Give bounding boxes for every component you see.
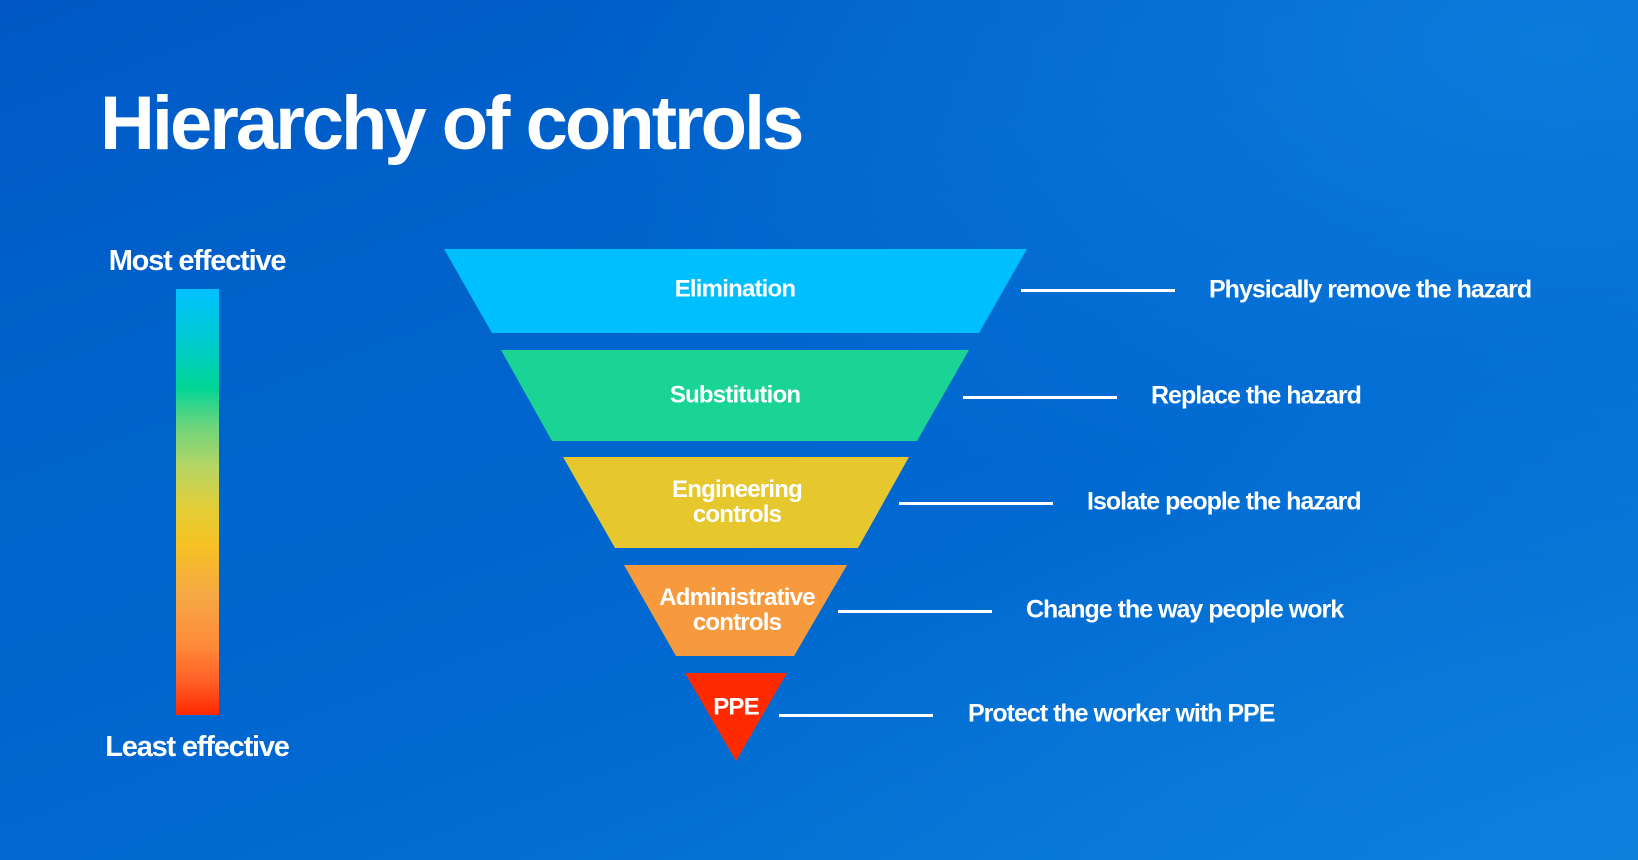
tier-elimination-label: Elimination bbox=[675, 277, 796, 302]
tier-ppe-label: PPE bbox=[713, 695, 759, 720]
effectiveness-gradient-bar bbox=[176, 289, 219, 715]
tier-label-line: Engineering bbox=[672, 476, 803, 503]
tier-engineering-label: Engineering controls bbox=[672, 476, 803, 528]
tier-elimination-shape bbox=[444, 249, 1027, 333]
connector-line-ppe bbox=[779, 714, 933, 717]
tier-administrative-label: Administrative controls bbox=[659, 585, 815, 635]
description-ppe: Protect the worker with PPE bbox=[968, 699, 1275, 728]
connector-line-substitution bbox=[963, 396, 1117, 399]
tier-label-line: controls bbox=[692, 609, 782, 636]
most-effective-label: Most effective bbox=[108, 245, 287, 277]
tier-label-line: Substitution bbox=[669, 381, 801, 409]
tier-label-line: PPE bbox=[713, 693, 759, 721]
page-title: Hierarchy of controls bbox=[100, 81, 804, 166]
tier-engineering-shape bbox=[563, 457, 909, 548]
tier-substitution-label: Substitution bbox=[669, 381, 801, 409]
tier-substitution-shape bbox=[501, 350, 969, 441]
tier-label-line: controls bbox=[692, 501, 782, 528]
least-effective-label: Least effective bbox=[105, 731, 290, 763]
tier-administrative-shape bbox=[624, 565, 847, 656]
description-elimination: Physically remove the hazard bbox=[1209, 275, 1532, 304]
description-administrative: Change the way people work bbox=[1026, 595, 1344, 624]
connector-line-elimination bbox=[1021, 289, 1175, 292]
tier-label-line: Elimination bbox=[674, 275, 796, 303]
connector-line-engineering bbox=[899, 502, 1053, 505]
description-substitution: Replace the hazard bbox=[1151, 381, 1362, 410]
tier-ppe-shape bbox=[685, 673, 787, 761]
connector-line-administrative bbox=[838, 610, 992, 613]
tier-label-line: Administrative bbox=[659, 584, 815, 611]
description-engineering: Isolate people the hazard bbox=[1087, 487, 1362, 516]
